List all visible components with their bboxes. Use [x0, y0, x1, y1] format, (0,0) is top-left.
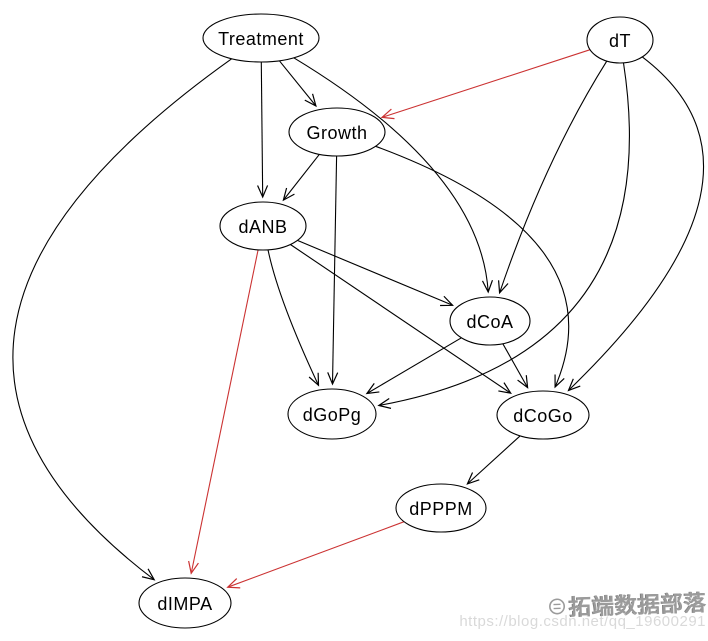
edge-dANB-dGoPg [267, 249, 320, 387]
node-label-Treatment: Treatment [218, 29, 304, 49]
node-ellipse-dCoA [449, 296, 531, 346]
edge-Treatment-dCoA [293, 57, 494, 294]
node-ellipse-dGoPg [287, 388, 377, 440]
node-label-dGoPg: dGoPg [303, 405, 362, 425]
edge-Treatment-dIMPA [12, 58, 233, 581]
node-label-dT: dT [609, 31, 631, 51]
watermark-url: https://blog.csdn.net/qq_19600291 [459, 613, 706, 630]
node-ellipse-dIMPA [138, 577, 232, 629]
node-dPPPM: dPPPM [395, 483, 487, 533]
node-label-dIMPA: dIMPA [157, 594, 212, 614]
edge-Growth-dGoPg [327, 155, 339, 386]
node-ellipse-dT [586, 16, 654, 64]
node-label-dCoA: dCoA [466, 312, 513, 332]
edge-dT-dGoPg [377, 62, 630, 409]
node-ellipse-dANB [219, 201, 307, 251]
edge-dCoA-dCoGo [502, 343, 529, 389]
edge-dT-dCoGo [567, 56, 705, 392]
edge-Growth-dCoGo [375, 145, 570, 389]
node-layer: Treatment dT Growth dANB dCoA dGoPg dCoGo dPPPM… [138, 13, 654, 629]
node-label-dCoGo: dCoGo [513, 406, 573, 426]
node-ellipse-dPPPM [395, 483, 487, 533]
tecdat-logo-icon [549, 598, 566, 615]
edge-dANB-dCoA [297, 239, 454, 307]
node-ellipse-Treatment [202, 13, 320, 63]
node-Growth: Growth [288, 107, 386, 157]
node-ellipse-Growth [288, 107, 386, 157]
watermark-brand: 拓端数据部落 [547, 585, 707, 623]
edge-Treatment-Growth [278, 60, 317, 108]
node-dGoPg: dGoPg [287, 388, 377, 440]
edge-Treatment-dANB [257, 61, 269, 199]
edge-dCoGo-dPPPM [466, 435, 521, 485]
edge-dCoA-dGoPg [365, 337, 462, 395]
node-dCoGo: dCoGo [496, 390, 590, 440]
node-Treatment: Treatment [202, 13, 320, 63]
edge-dPPPM-dIMPA [226, 521, 405, 589]
edge-dANB-dIMPA [188, 249, 259, 575]
node-ellipse-dCoGo [496, 390, 590, 440]
node-label-dPPPM: dPPPM [409, 499, 473, 519]
edge-layer [12, 49, 705, 589]
node-dIMPA: dIMPA [138, 577, 232, 629]
node-dT: dT [586, 16, 654, 64]
node-label-Growth: Growth [306, 123, 367, 143]
edge-Growth-dANB [282, 153, 320, 202]
edge-dT-dCoA [497, 60, 608, 295]
node-label-dANB: dANB [238, 217, 287, 237]
watermark-brand-text: 拓端数据部落 [568, 590, 708, 621]
node-dCoA: dCoA [449, 296, 531, 346]
edge-dT-Growth [380, 49, 591, 120]
node-dANB: dANB [219, 201, 307, 251]
